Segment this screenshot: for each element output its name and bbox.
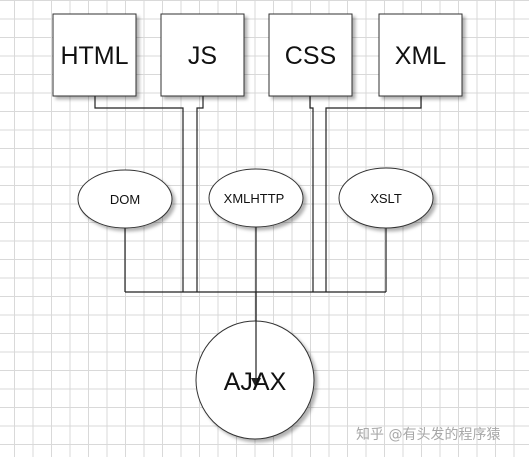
- tech-box-html-label: HTML: [60, 42, 128, 70]
- tech-box-xml-frame: [378, 13, 463, 97]
- object-xmlhttp: XMLHTTP: [208, 168, 304, 228]
- ajax-label: AJAX: [224, 368, 287, 396]
- object-dom-shape: [77, 169, 173, 229]
- tech-box-xml: XML: [378, 13, 463, 97]
- object-dom: DOM: [77, 169, 173, 229]
- object-xslt: XSLT: [338, 167, 434, 229]
- tech-box-js-frame: [160, 13, 245, 97]
- js-connector: [196, 96, 204, 292]
- tech-box-html-frame: [52, 13, 137, 97]
- css-connector: [309, 96, 314, 292]
- tech-box-js-label: JS: [188, 42, 217, 70]
- tech-box-css-frame: [268, 13, 353, 97]
- tech-box-css-label: CSS: [285, 42, 336, 70]
- ajax-node: AJAX: [195, 292, 315, 440]
- tech-box-js: JS: [160, 13, 245, 97]
- object-xmlhttp-shape: [208, 168, 304, 228]
- html-connector: [94, 96, 184, 292]
- object-xslt-shape: [338, 167, 434, 229]
- watermark: 知乎 @有头发的程序猿: [356, 427, 501, 443]
- object-xslt-label: XSLT: [370, 191, 402, 206]
- xml-connector: [325, 96, 422, 292]
- object-dom-label: DOM: [110, 192, 140, 207]
- tech-box-xml-label: XML: [395, 42, 447, 70]
- object-xmlhttp-label: XMLHTTP: [224, 191, 285, 206]
- tech-box-css: CSS: [268, 13, 353, 97]
- tech-box-html: HTML: [52, 13, 137, 97]
- arrowhead-icon: [251, 378, 261, 388]
